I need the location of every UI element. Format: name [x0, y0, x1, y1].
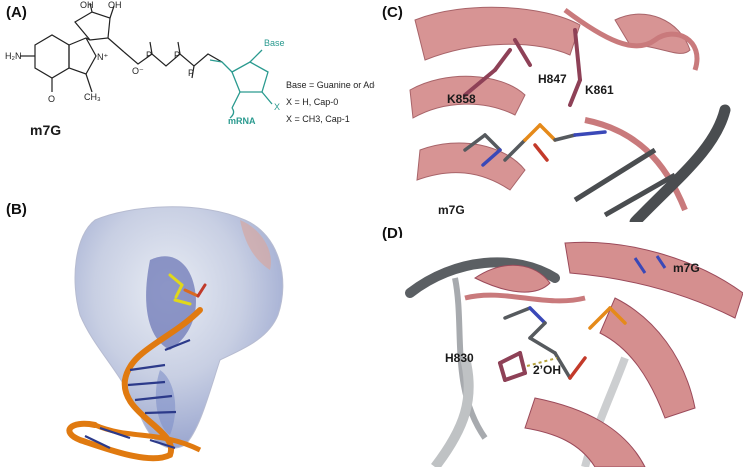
note-base: Base = Guanine or Adenine — [286, 80, 375, 90]
atom-p-3: P — [188, 68, 194, 78]
atom-base: Base — [264, 38, 285, 48]
cartoon-render-c — [405, 0, 743, 222]
atom-o: O — [48, 94, 55, 104]
panel-c-closeup: K858 H847 K861 m7G — [405, 0, 743, 222]
atom-ominus: O⁻ — [132, 66, 144, 76]
atom-ch3: CH₃ — [84, 92, 101, 102]
atom-nplus: N⁺ — [97, 52, 108, 62]
residue-k858: K858 — [447, 92, 476, 106]
panel-label-b: (B) — [6, 201, 27, 218]
atom-p-1: P — [146, 50, 152, 60]
note-cap0: X = H, Cap-0 — [286, 97, 339, 107]
atom-x: X — [274, 102, 280, 112]
label-2-oh: 2’OH — [533, 363, 562, 377]
panel-label-c: (C) — [382, 4, 403, 21]
residue-m7g-d: m7G — [673, 261, 700, 275]
panel-label-d: (D) — [382, 225, 403, 242]
panel-b-surface — [0, 200, 375, 467]
atom-oh-2: OH — [108, 0, 122, 10]
note-cap1: X = CH3, Cap-1 — [286, 114, 350, 124]
residue-k861: K861 — [585, 83, 614, 97]
panel-d-closeup: H830 2’OH m7G — [395, 238, 743, 467]
residue-h847: H847 — [538, 72, 567, 86]
atom-p-2: P — [174, 50, 180, 60]
surface-render — [66, 206, 284, 462]
cartoon-render-d — [395, 238, 743, 467]
atom-h2n: H₂N — [5, 51, 22, 61]
residue-h830: H830 — [445, 351, 474, 365]
compound-label-m7g: m7G — [30, 122, 62, 138]
atom-oh-1: OH — [80, 0, 94, 10]
atom-mrna: mRNA — [228, 116, 256, 126]
panel-a-structure: H₂N O CH₃ N⁺ OH OH O⁻ P P P Base X mRNA … — [0, 0, 375, 200]
residue-m7g-c: m7G — [438, 203, 465, 217]
panel-label-a: (A) — [6, 4, 27, 21]
cap-structure-diagram: H₂N O CH₃ N⁺ OH OH O⁻ P P P Base X mRNA — [5, 0, 285, 126]
